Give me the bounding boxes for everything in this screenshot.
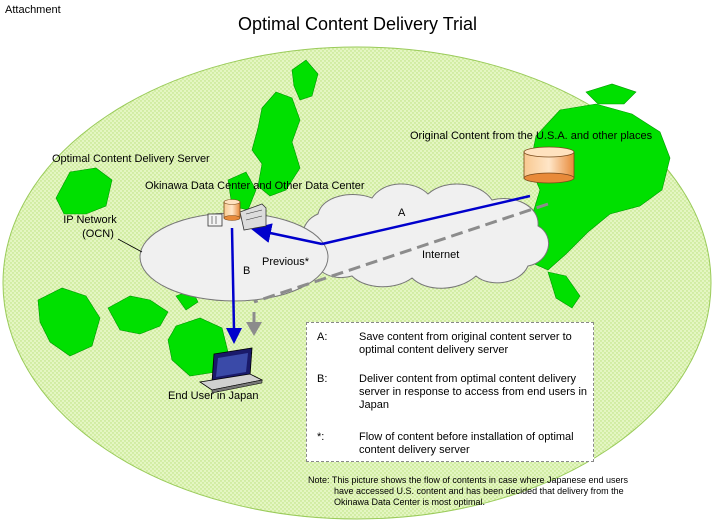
original-content-server-icon: [523, 146, 575, 184]
land-asia: [251, 91, 301, 197]
internet-label: Internet: [422, 249, 460, 261]
legend-box: A: Save content from original content se…: [306, 322, 594, 462]
legend-text-b: Deliver content from optimal content del…: [359, 373, 588, 411]
datacenter-building-icon: [207, 203, 267, 231]
laptop-icon: [198, 347, 264, 394]
legend-key-b: B:: [317, 373, 328, 385]
arrow-b-line: [230, 227, 236, 331]
legend-text-star: Flow of content before installation of o…: [359, 431, 574, 456]
footnote-line-2: have accessed U.S. content and has been …: [334, 486, 624, 496]
land-southeast-asia: [107, 295, 169, 335]
arrow-b-label: B: [243, 265, 251, 277]
previous-label: Previous*: [262, 256, 310, 268]
land-central-america: [547, 271, 581, 309]
previous-flow-line: [253, 202, 549, 304]
world-land: [37, 59, 671, 377]
attachment-label: Attachment: [5, 4, 61, 16]
land-north-islands: [585, 83, 637, 105]
footnote: Note: This picture shows the flow of con…: [308, 475, 678, 508]
original-content-label: Original Content from the U.S.A. and oth…: [410, 130, 653, 142]
arrow-b-arrowhead: [226, 328, 242, 344]
internet-cloud: [302, 183, 549, 289]
land-japan-north: [291, 59, 319, 101]
page-title: Optimal Content Delivery Trial: [237, 14, 478, 34]
legend-key-a: A:: [317, 331, 328, 343]
arrow-a-segment-1: [321, 194, 531, 246]
ip-network-label: IP Network: [63, 214, 117, 226]
end-user-label: End User in Japan: [168, 390, 259, 402]
land-west: [55, 167, 113, 215]
footnote-line-3: Okinawa Data Center is most optimal.: [334, 497, 486, 507]
previous-flow-arrowhead: [246, 322, 262, 336]
delivery-server-icon: [223, 199, 241, 221]
ip-network-pointer: [117, 238, 143, 253]
legend-text-a: Save content from original content serve…: [359, 331, 572, 356]
land-southwest: [37, 287, 101, 357]
arrow-a-segment-2: [251, 223, 323, 246]
arrow-a-label: A: [398, 207, 406, 219]
footnote-line-1: Note: This picture shows the flow of con…: [308, 475, 629, 485]
server-label: Optimal Content Delivery Server: [52, 153, 210, 165]
legend-key-star: *:: [317, 431, 325, 443]
datacenter-label: Okinawa Data Center and Other Data Cente…: [145, 180, 365, 192]
ip-network-sublabel: (OCN): [82, 228, 114, 240]
